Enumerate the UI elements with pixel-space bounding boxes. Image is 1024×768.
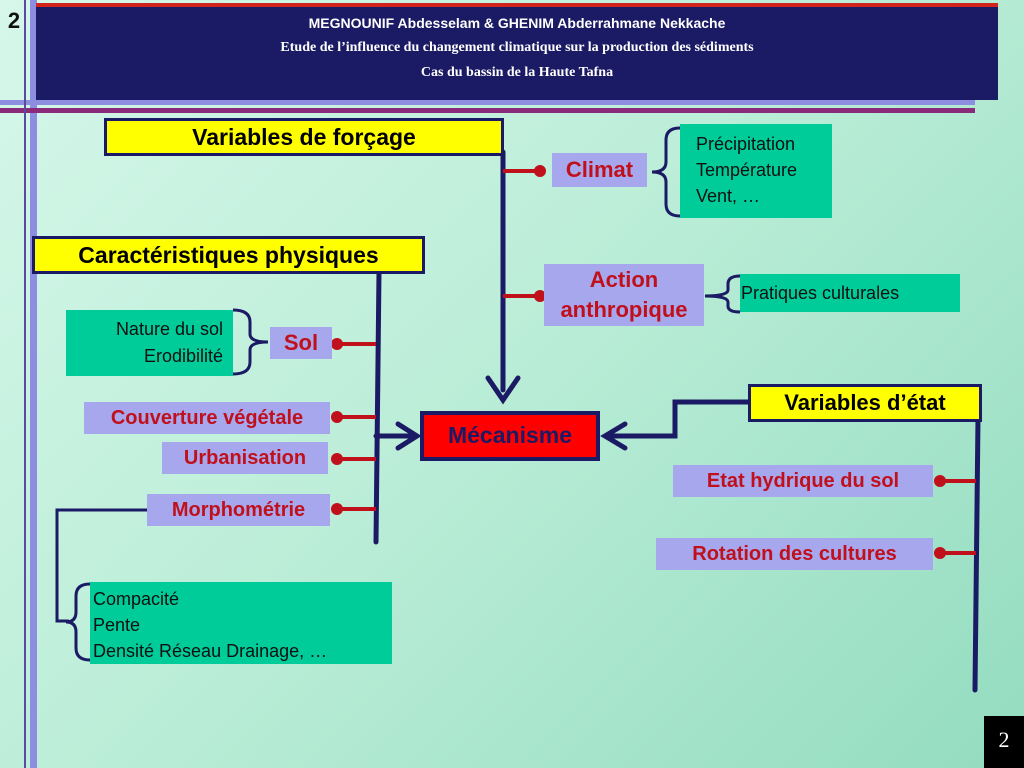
urbanisation-dot — [331, 453, 343, 465]
physical-trunk — [373, 269, 382, 545]
decor-bar-vertical-left — [30, 0, 37, 768]
decor-bar-horizontal-purple — [0, 108, 975, 113]
climat-detail-temperature: Température — [696, 160, 798, 180]
physical-arrowhead — [395, 421, 422, 451]
morpho-detail-pente: Pente — [93, 615, 141, 635]
action-label-line2: anthropique — [560, 297, 688, 322]
decor-bar-horizontal — [0, 100, 975, 105]
action-bracket — [704, 274, 741, 314]
mecanisme-box: Mécanisme — [420, 411, 600, 461]
action-dot — [534, 290, 546, 302]
slide-number-top: 2 — [7, 8, 21, 33]
action-details-box: Pratiques culturales — [740, 274, 960, 312]
sol-dot — [331, 338, 343, 350]
state-title-box: Variables d’état — [748, 384, 982, 422]
slide-number-bottom: 2 — [984, 716, 1024, 768]
morpho-label-box: Morphométrie — [147, 494, 330, 526]
state-arrowhead — [600, 421, 628, 451]
forcing-title-box: Variables de forçage — [104, 118, 504, 156]
sol-label-box: Sol — [270, 327, 332, 359]
sol-details-box: Nature du sol Erodibilité — [66, 310, 233, 376]
morpho-detail-compacite: Compacité — [93, 589, 180, 609]
climat-detail-precipitation: Précipitation — [696, 134, 796, 154]
morpho-bracket-connector — [55, 508, 150, 623]
action-label-line1: Action — [589, 267, 659, 292]
hydrique-dot — [934, 475, 946, 487]
physical-title-box: Caractéristiques physiques — [32, 236, 425, 274]
morpho-details-box: Compacité Pente Densité Réseau Drainage,… — [90, 582, 392, 664]
sol-bracket — [232, 308, 269, 376]
action-label-box: Action anthropique — [544, 264, 704, 326]
state-elbow — [605, 399, 753, 439]
action-detail-pratiques: Pratiques culturales — [741, 283, 900, 303]
sol-detail-nature: Nature du sol — [115, 319, 223, 339]
rotation-label-box: Rotation des cultures — [656, 538, 933, 570]
morpho-detail-densite: Densité Réseau Drainage, … — [93, 641, 328, 661]
urbanisation-label-box: Urbanisation — [162, 442, 328, 474]
decor-line-left — [24, 0, 26, 768]
header-authors: MEGNOUNIF Abdesselam & GHENIM Abderrahma… — [308, 15, 726, 31]
header-banner: MEGNOUNIF Abdesselam & GHENIM Abderrahma… — [36, 3, 998, 100]
climat-bracket — [651, 126, 681, 218]
couverture-label-box: Couverture végétale — [84, 402, 330, 434]
state-trunk — [972, 415, 981, 693]
morpho-bracket — [65, 582, 91, 662]
climat-detail-vent: Vent, … — [696, 186, 761, 206]
header-subtitle: Cas du bassin de la Haute Tafna — [420, 65, 614, 80]
sol-detail-erodibilite: Erodibilité — [143, 346, 223, 366]
forcing-arrowhead — [485, 375, 521, 405]
couverture-dot — [331, 411, 343, 423]
climat-details-box: Précipitation Température Vent, … — [680, 124, 832, 218]
hydrique-label-box: Etat hydrique du sol — [673, 465, 933, 497]
climat-label-box: Climat — [552, 153, 647, 187]
rotation-dot — [934, 547, 946, 559]
morpho-dot — [331, 503, 343, 515]
header-title: Etude de l’influence du changement clima… — [280, 40, 754, 55]
climat-dot — [534, 165, 546, 177]
